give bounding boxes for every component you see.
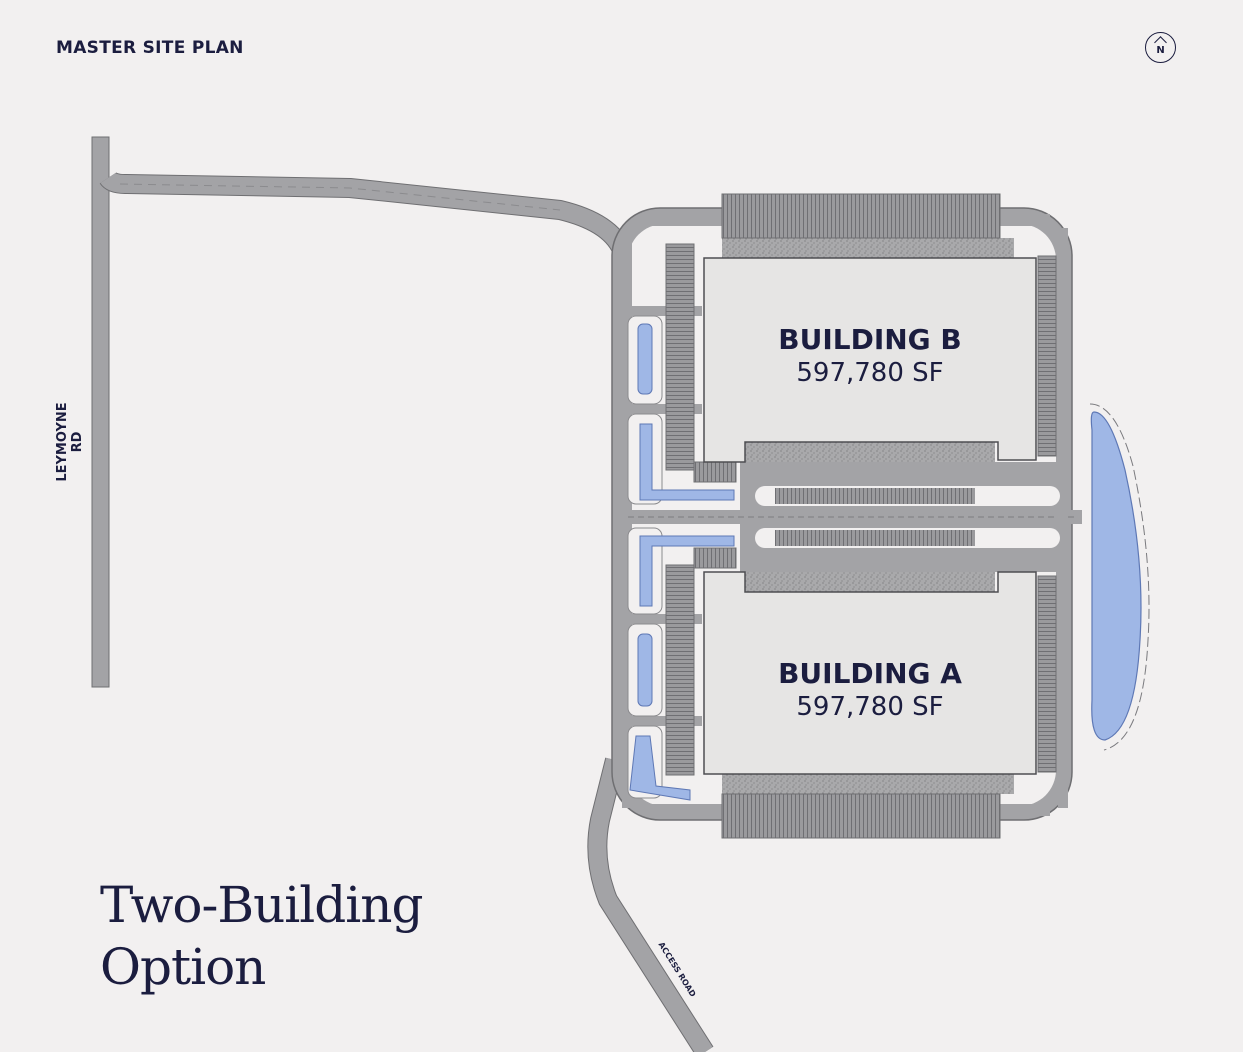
trailer-parking	[721, 193, 1001, 839]
building-b-name: BUILDING B	[778, 323, 962, 356]
building-b-area: 597,780 SF	[796, 358, 944, 388]
building-b-label: BUILDING B 597,780 SF	[760, 323, 980, 389]
building-a-name: BUILDING A	[778, 657, 962, 690]
car-parking	[665, 243, 1057, 776]
page-title: MASTER SITE PLAN	[56, 38, 244, 58]
access-road	[587, 757, 714, 1052]
building-a-label: BUILDING A 597,780 SF	[760, 657, 980, 723]
truck-courts	[722, 238, 1014, 794]
entry-road	[99, 171, 632, 520]
building-a-footprint	[703, 571, 1037, 775]
building-a-area: 597,780 SF	[796, 692, 944, 722]
leymoyne-road-label: LEYMOYNE RD	[55, 402, 85, 482]
option-title: Two-Building Option	[100, 874, 423, 998]
leymoyne-road	[91, 136, 110, 688]
building-b-footprint	[703, 257, 1037, 463]
option-title-line1: Two-Building	[100, 876, 423, 934]
option-title-line2: Option	[100, 938, 266, 996]
north-letter: N	[1156, 45, 1165, 56]
detention-ponds	[629, 323, 1150, 801]
north-arrow-icon: N	[1145, 32, 1176, 63]
